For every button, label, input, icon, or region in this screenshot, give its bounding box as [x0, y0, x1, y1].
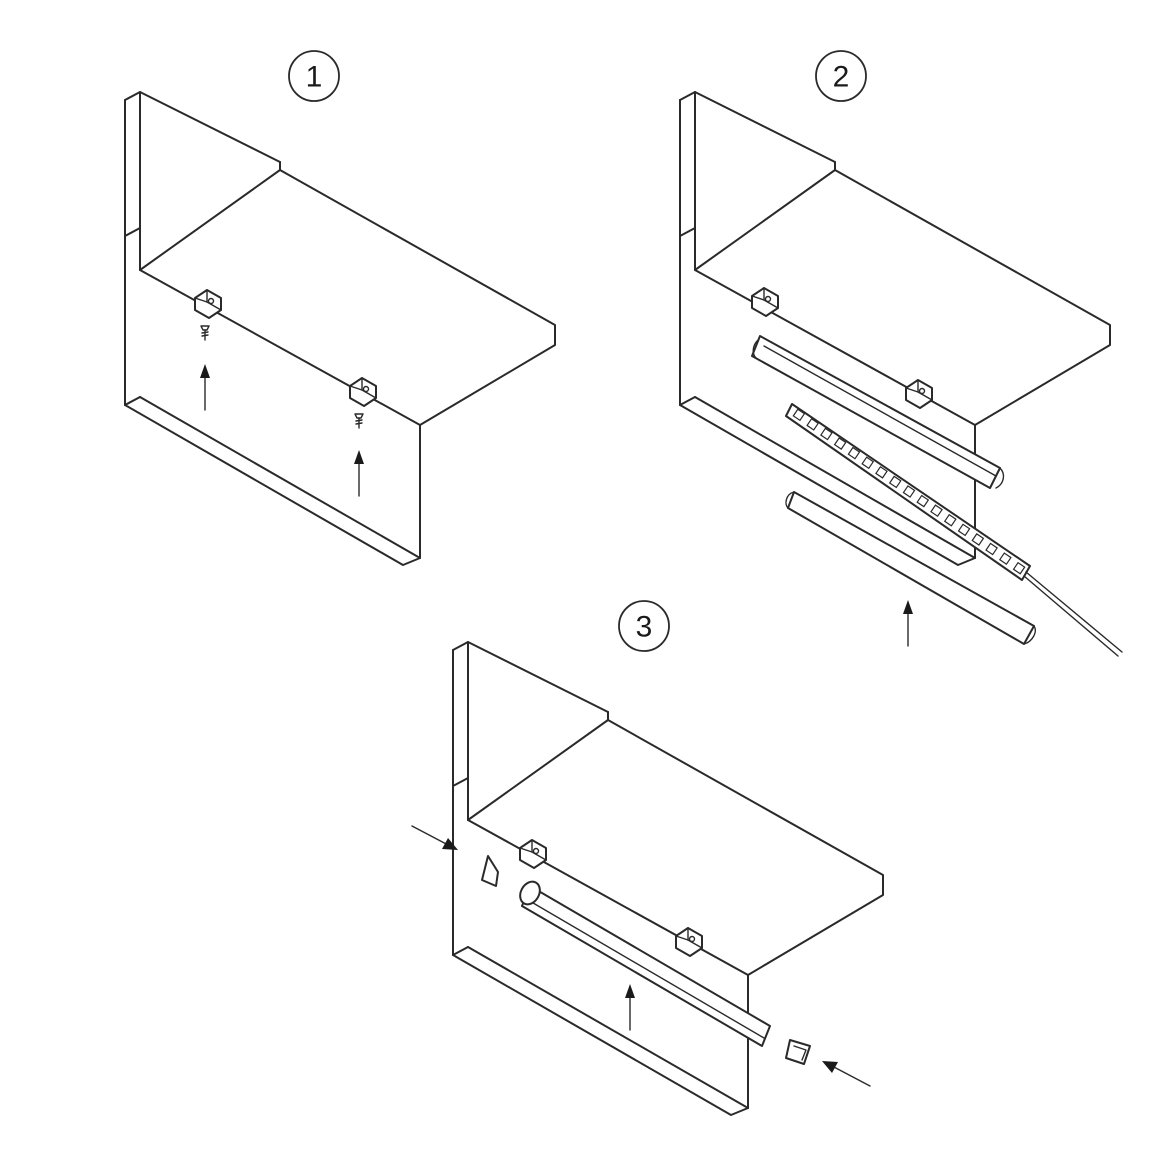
step-2-number: 2 — [833, 61, 850, 94]
led-chip — [847, 446, 861, 460]
shelf-3 — [452, 641, 884, 1116]
aluminum-profile — [751, 335, 1005, 489]
step-2-illustration — [679, 91, 1123, 657]
shelf-1 — [124, 91, 556, 566]
bracket-3b — [675, 927, 703, 957]
step-1-number: 1 — [306, 61, 323, 94]
screw-icon — [200, 325, 210, 341]
led-chip — [943, 513, 957, 527]
step-3-number: 3 — [636, 611, 653, 644]
led-chip — [888, 475, 902, 489]
arrow-right-icon — [411, 825, 458, 850]
led-chip — [833, 437, 847, 450]
diffuser-cover — [785, 491, 1036, 645]
arrow-up-icon — [902, 599, 914, 647]
led-chip — [957, 523, 971, 537]
step-1-illustration — [124, 91, 556, 566]
end-cap-right — [785, 1039, 811, 1065]
arrow-up-icon — [199, 363, 211, 411]
shelf-2 — [679, 91, 1111, 566]
led-chip — [861, 456, 875, 470]
step-3-illustration — [411, 641, 884, 1116]
led-chip — [792, 408, 806, 422]
led-chip — [1012, 561, 1026, 575]
step-1-label: 1 — [288, 50, 340, 102]
led-chip — [998, 552, 1012, 566]
led-chip — [985, 542, 998, 556]
led-chip — [971, 533, 985, 546]
bracket-1a — [194, 289, 222, 319]
end-cap-left — [481, 855, 499, 887]
led-chip — [875, 465, 888, 479]
step-3-circle — [618, 600, 670, 652]
assembled-profile — [519, 880, 771, 1047]
led-strip — [785, 403, 1123, 657]
arrow-left-icon — [822, 1061, 871, 1087]
led-chip — [916, 494, 930, 508]
led-chip — [930, 504, 943, 518]
step-2-label: 2 — [815, 50, 867, 102]
bracket-1b — [349, 377, 377, 407]
led-chip — [806, 417, 820, 431]
step-1-circle — [288, 50, 340, 102]
bracket-2a — [751, 287, 779, 317]
screw-icon — [354, 413, 364, 429]
led-chip — [820, 427, 833, 441]
arrow-up-icon — [624, 983, 636, 1031]
step-2-circle — [815, 50, 867, 102]
led-chip — [902, 485, 916, 498]
bracket-2b — [905, 379, 933, 409]
step-3-label: 3 — [618, 600, 670, 652]
arrow-up-icon — [353, 449, 365, 497]
bracket-3a — [519, 839, 547, 869]
